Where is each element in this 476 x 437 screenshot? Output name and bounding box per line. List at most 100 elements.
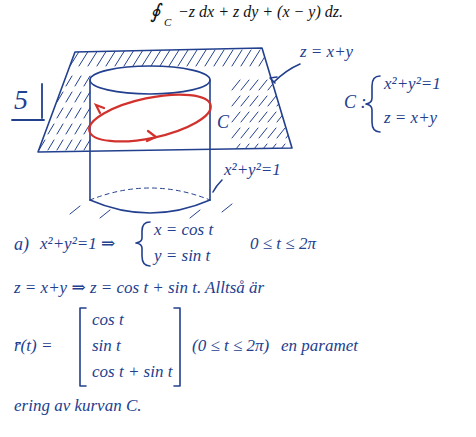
hatch-line (79, 50, 89, 66)
hatch-line (295, 128, 303, 138)
hatch-line (214, 50, 224, 66)
hatch-line (259, 112, 267, 122)
hatch-line (232, 50, 242, 66)
hatch-line (241, 50, 251, 66)
hatch-line (39, 124, 45, 134)
integrand: −z dx + z dy + (x − y) dz. (178, 3, 343, 21)
hatch-line (250, 96, 258, 106)
hatch-line (39, 140, 45, 150)
hatch-line (259, 128, 267, 138)
hatch-line (66, 140, 72, 150)
hatch-line (124, 50, 134, 66)
hatch-line (286, 80, 294, 90)
text-line: z = x+y ⇒ z = cos t + sin t. Alltså är (14, 278, 264, 298)
plane-outline (38, 48, 292, 152)
matrix-entry: sin t (92, 336, 121, 356)
interval: 0 ≤ t ≤ 2π (250, 234, 316, 254)
hatch-line (66, 92, 72, 102)
cylinder-top (90, 66, 210, 94)
hatch-line (57, 124, 63, 134)
hatch-line (241, 144, 249, 154)
hatch-line (268, 96, 276, 106)
system-name: C : (344, 92, 367, 113)
hatch-line (48, 76, 54, 86)
hatch-line (106, 50, 116, 66)
cylinder-bottom-hidden (90, 188, 210, 200)
leader-arrowhead (270, 77, 277, 83)
hatch-line (66, 108, 72, 118)
hatch-line (30, 76, 36, 86)
hatch-line (286, 112, 294, 122)
hatch-line (277, 112, 285, 122)
hatch-line (57, 76, 63, 86)
hatch-line (250, 80, 258, 90)
ground-strokes (70, 204, 232, 218)
hatch-line (75, 140, 81, 150)
hatch-line (259, 80, 267, 90)
hatch-line (295, 96, 303, 106)
matrix-bracket (80, 308, 86, 386)
hatch-line (241, 96, 249, 106)
part-label: a) (14, 234, 29, 255)
equation: y = sin t (154, 246, 210, 266)
hatch-line (75, 108, 81, 118)
vector-name: r̄(t) = (14, 336, 52, 356)
plane-label: z = x+y (300, 42, 353, 62)
curve-c (85, 86, 215, 151)
hatch-line (259, 50, 269, 66)
hatch-line (241, 112, 249, 122)
hatch-line (268, 128, 276, 138)
hatch-line (277, 128, 285, 138)
hatch-line (57, 92, 63, 102)
hatch-line (75, 76, 81, 86)
hatch-line (66, 124, 72, 134)
cylinder-label: x²+y²=1 (224, 160, 281, 180)
hatch-line (286, 96, 294, 106)
equation: x = cos t (154, 220, 213, 240)
text-line: ering av kurvan C. (14, 396, 141, 416)
hatch-line (232, 144, 240, 154)
hatch-line (196, 50, 206, 66)
hatch-line (259, 96, 267, 106)
hatch-line (142, 50, 152, 66)
equation: x²+y²=1 ⇒ (40, 234, 115, 254)
curve-arrowhead (96, 105, 104, 113)
hatch-line (250, 112, 258, 122)
hatch-line (232, 128, 240, 138)
hatch-line (232, 96, 240, 106)
hatch-line (286, 144, 294, 154)
hatch-line (30, 108, 36, 118)
hatch-line (205, 50, 215, 66)
hatch-line (295, 112, 303, 122)
hatch-line (295, 80, 303, 90)
hatch-line (30, 124, 36, 134)
hatch-line (241, 128, 249, 138)
hatch-line (75, 92, 81, 102)
brace (366, 76, 380, 132)
matrix-entry: cos t (92, 310, 124, 330)
hatch-line (232, 80, 240, 90)
hatch-line (84, 140, 90, 150)
hatch-line (250, 144, 258, 154)
hatch-line (277, 80, 285, 90)
hatch-line (223, 50, 233, 66)
hatch-line (97, 50, 107, 66)
hatch-line (48, 92, 54, 102)
equation: z = x+y (384, 108, 437, 128)
hatch-line (48, 140, 54, 150)
hatch-line (57, 108, 63, 118)
cylinder-side (89, 80, 91, 200)
hatch-line (160, 50, 170, 66)
hatch-line (187, 50, 197, 66)
matrix-entry: cos t + sin t (92, 362, 172, 382)
hatch-line (30, 140, 36, 150)
leader-line (274, 64, 300, 82)
hatch-line (250, 50, 260, 66)
interval: (0 ≤ t ≤ 2π) (192, 336, 269, 356)
hatch-line (70, 50, 80, 66)
hatch-line (30, 92, 36, 102)
problem-number: 5 (14, 84, 28, 116)
hatch-line (84, 76, 90, 86)
